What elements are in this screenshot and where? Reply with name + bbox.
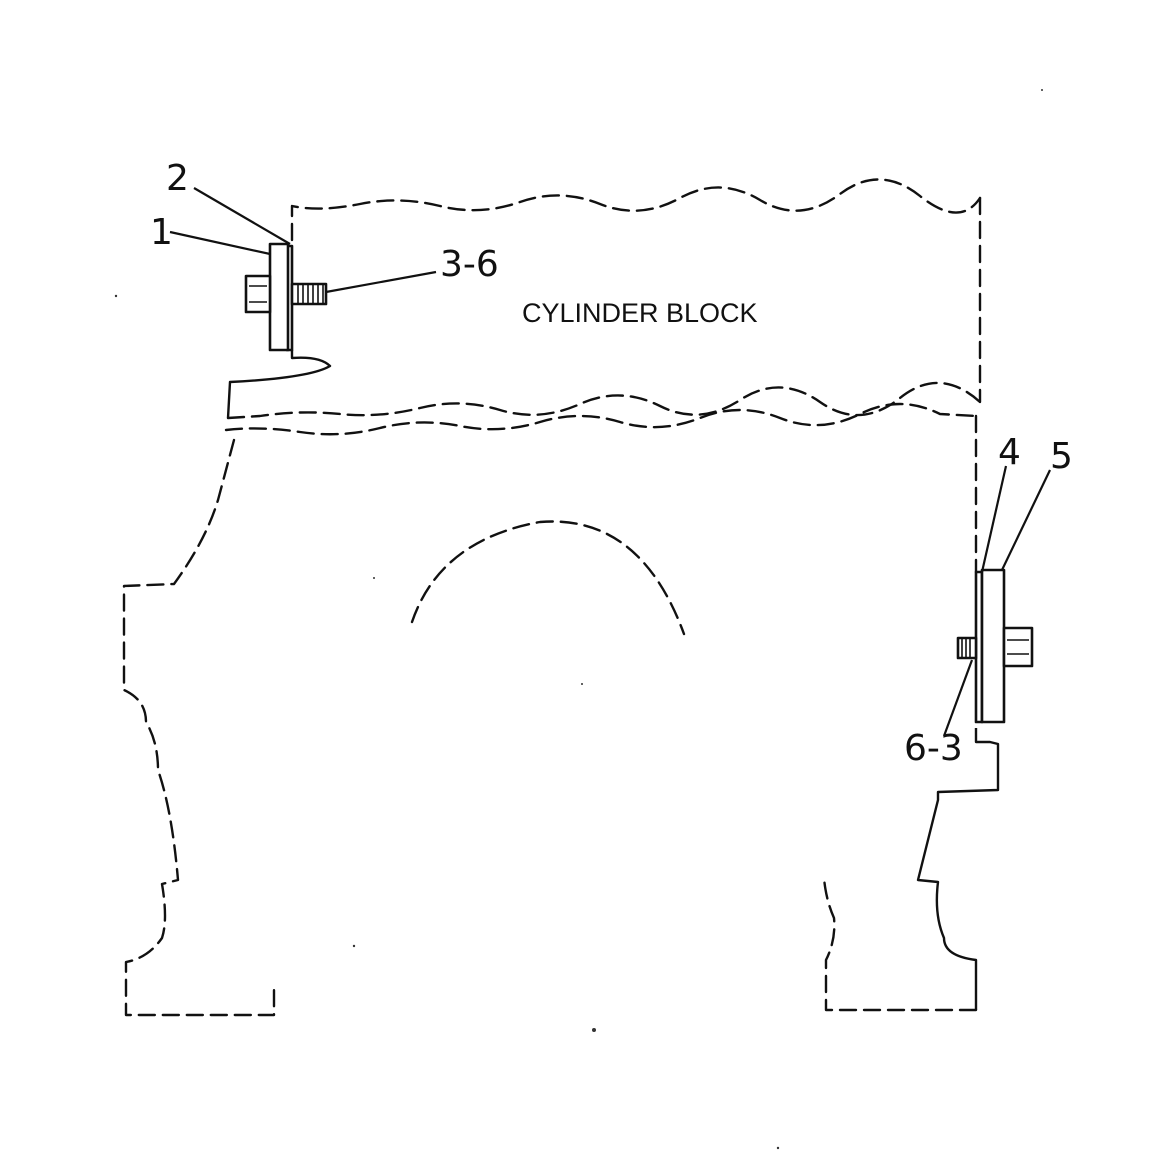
callout-3-6: 3-6 — [440, 244, 499, 285]
leader-5 — [1001, 469, 1051, 571]
cylinder-block-outline — [226, 178, 982, 420]
left-mounting-plate — [268, 242, 290, 352]
leader-4 — [980, 465, 1008, 573]
leader-2 — [193, 187, 291, 245]
callout-2: 2 — [166, 158, 189, 199]
leader-1 — [169, 230, 271, 256]
callout-4: 4 — [998, 432, 1021, 473]
right-bolt-head — [1002, 626, 1034, 668]
left-bolt-shank — [290, 282, 328, 306]
leader-lines — [169, 187, 1051, 737]
left-mounting-bracket-group — [244, 242, 328, 352]
callout-6-3: 6-3 — [904, 728, 963, 769]
right-mounting-plate — [980, 568, 1006, 724]
right-mounting-bracket-group — [956, 568, 1034, 724]
crankcase-outline — [122, 402, 1000, 1017]
callout-1: 1 — [150, 212, 173, 253]
leader-3-6 — [325, 270, 437, 294]
block-label: CYLINDER BLOCK — [522, 298, 758, 328]
callout-5: 5 — [1050, 436, 1073, 477]
left-bolt-head — [244, 274, 272, 314]
leader-6-3 — [942, 659, 974, 737]
right-bolt-shank — [956, 636, 978, 660]
